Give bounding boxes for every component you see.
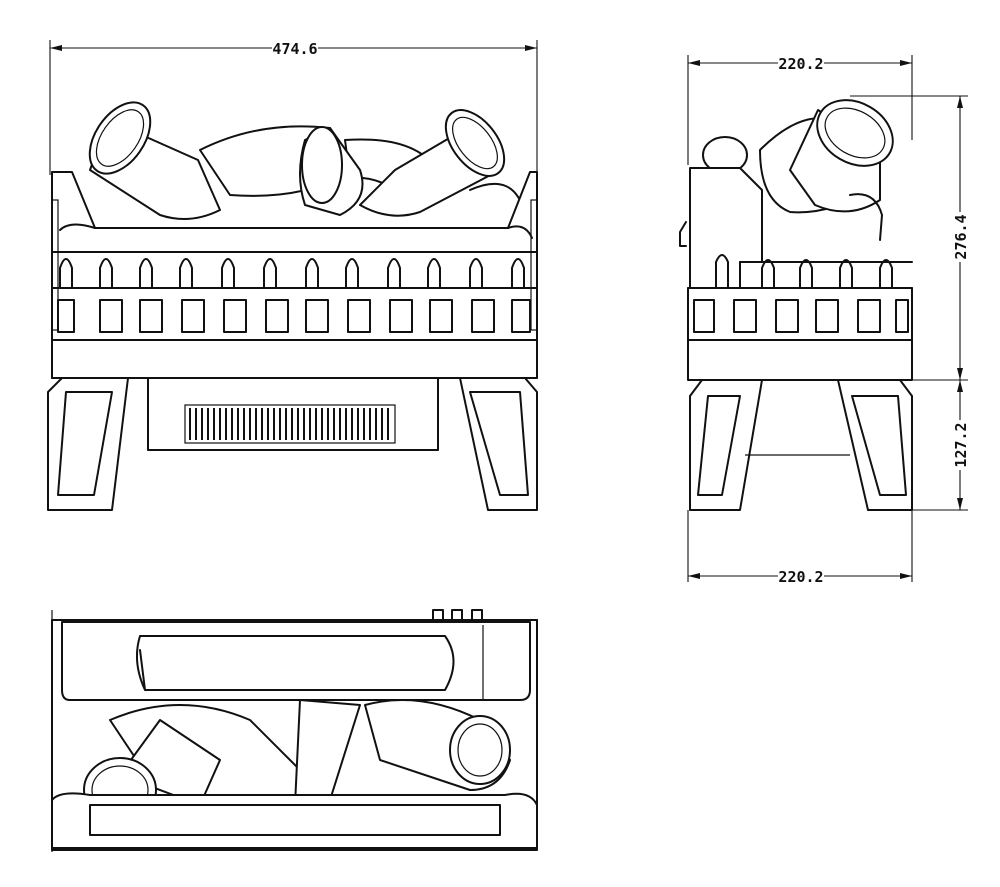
front-windows bbox=[57, 299, 531, 333]
front-width-label: 474.6 bbox=[272, 40, 317, 58]
heater-grille bbox=[147, 377, 439, 451]
front-width-dimension: 474.6 bbox=[49, 40, 538, 175]
top-knobs bbox=[432, 609, 484, 700]
top-view bbox=[51, 609, 538, 852]
side-leg-height-label: 127.2 bbox=[952, 422, 970, 467]
side-logs bbox=[702, 99, 894, 241]
side-height-dimension: 276.4 bbox=[850, 95, 970, 381]
front-logs bbox=[88, 101, 526, 220]
side-legs bbox=[689, 379, 913, 511]
side-top-width-dimension: 220.2 bbox=[687, 55, 913, 165]
front-body bbox=[51, 171, 538, 379]
side-bottom-width-label: 220.2 bbox=[778, 568, 823, 586]
side-bottom-width-dimension: 220.2 bbox=[687, 510, 913, 586]
side-top-width-label: 220.2 bbox=[778, 55, 823, 73]
front-legs bbox=[47, 377, 538, 511]
side-leg-height-dimension: 127.2 bbox=[912, 380, 970, 511]
side-body bbox=[679, 167, 913, 381]
front-view: 474.6 bbox=[47, 40, 538, 511]
front-arches bbox=[59, 258, 525, 289]
side-height-label: 276.4 bbox=[952, 214, 970, 259]
side-view: 220.2 276.4 127.2 bbox=[679, 55, 970, 586]
